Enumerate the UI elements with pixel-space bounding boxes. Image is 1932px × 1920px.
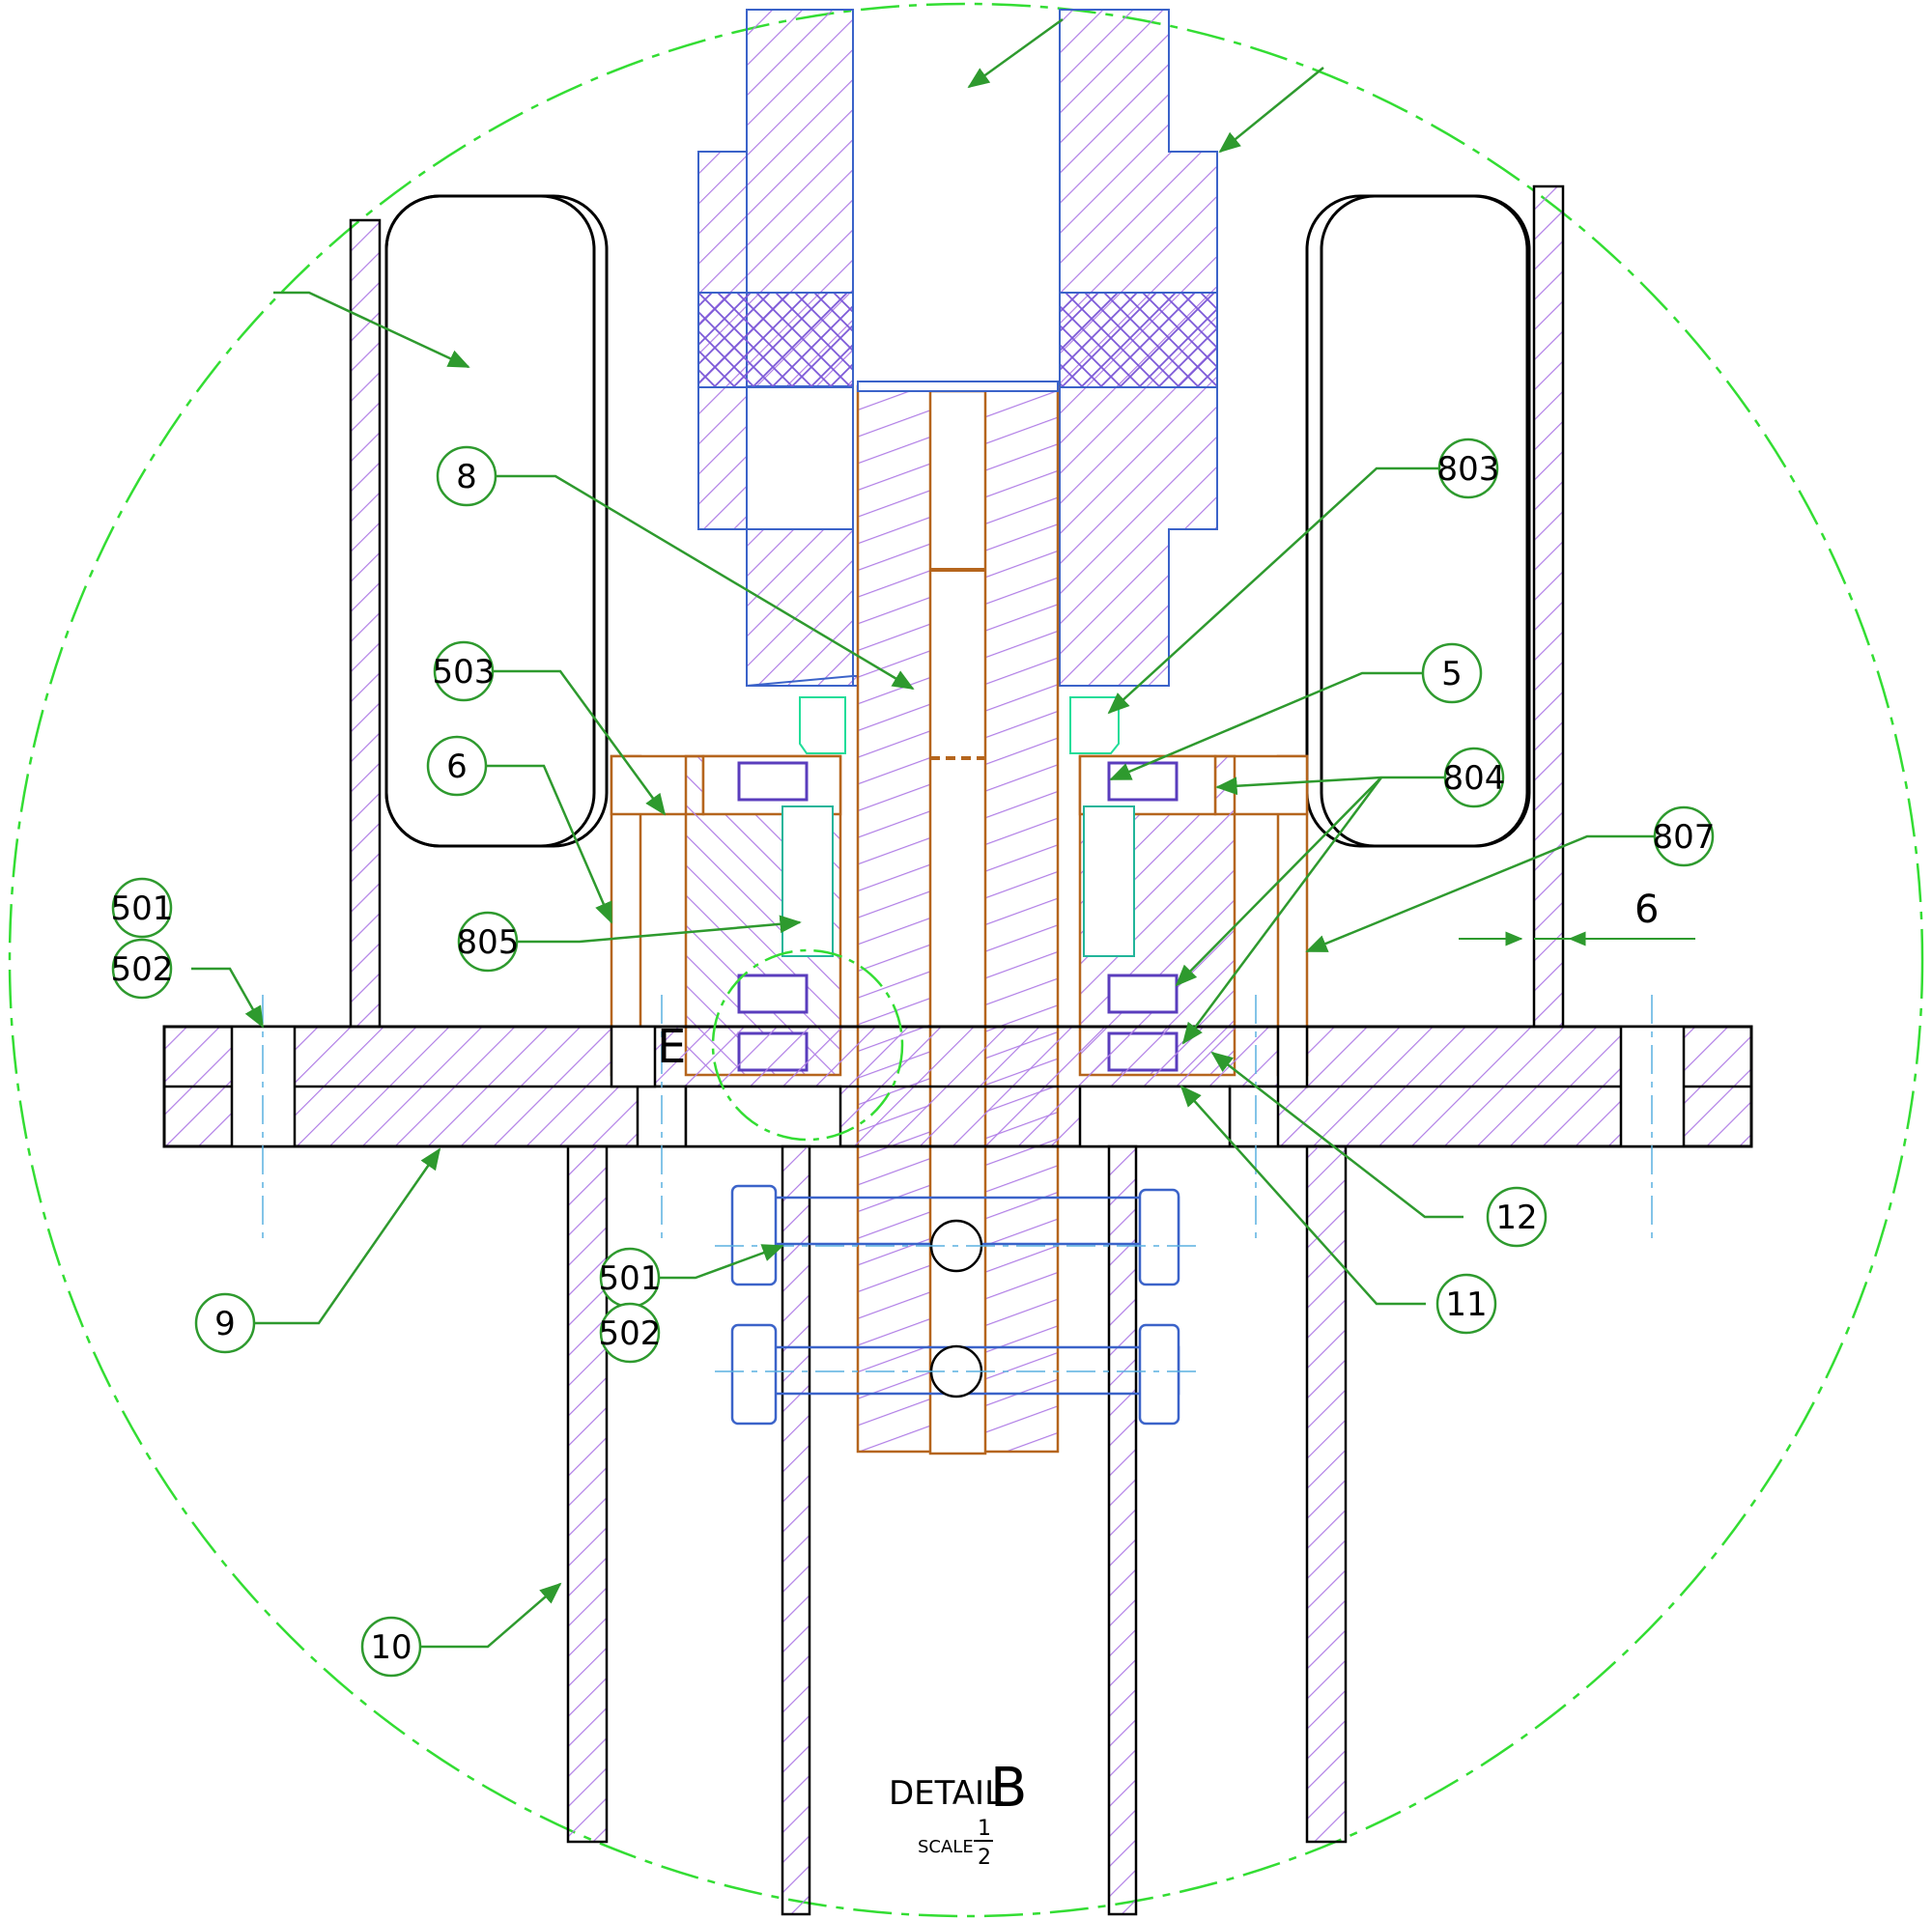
callout-bubble-c6: 6 <box>426 735 488 797</box>
dimension-value: 6 <box>1634 888 1659 932</box>
callout-bubble-c5: 5 <box>1421 642 1483 704</box>
callout-label: 11 <box>1445 1285 1487 1324</box>
callout-label: 5 <box>1441 655 1463 693</box>
retaining-clip-left <box>799 696 846 754</box>
outer-wall-left-upper <box>349 218 382 1029</box>
central-shaft <box>856 381 1060 1455</box>
callout-bubble-c8: 8 <box>436 445 497 507</box>
wheel-right <box>1305 194 1531 848</box>
outer-wall-right-upper <box>1532 184 1565 1029</box>
scale-numerator: 1 <box>978 1817 991 1841</box>
callout-label: 804 <box>1443 759 1506 798</box>
callout-circle <box>1435 1273 1497 1335</box>
callout-label: 502 <box>599 1314 662 1353</box>
detail-boundary-circle <box>8 2 1924 1918</box>
retaining-clip-right <box>1069 696 1120 754</box>
callout-circle <box>1653 805 1715 867</box>
callout-bubble-c805: 805 <box>457 911 520 973</box>
callout-circle <box>1443 747 1505 808</box>
callout-label: 12 <box>1495 1199 1537 1237</box>
callout-circle <box>194 1292 256 1354</box>
inner-tube-left <box>781 1144 811 1916</box>
callout-circle <box>111 938 173 1000</box>
dimension-6: 6 <box>1459 888 1695 946</box>
callout-label: 503 <box>433 653 496 692</box>
scale-denominator: 2 <box>978 1846 991 1870</box>
callout-bubble-c807: 807 <box>1653 805 1716 867</box>
callout-bubbles: 8 803 503 5 6 804 807 501 502 805 9 12 11 501 502 10 <box>111 438 1716 1678</box>
callout-circle <box>1437 438 1499 499</box>
callout-label: 803 <box>1437 450 1500 489</box>
callout-label: 8 <box>456 458 477 496</box>
callout-circle <box>1421 642 1483 704</box>
wheel-left <box>384 194 609 848</box>
callout-bubble-c502b: 502 <box>599 1302 662 1364</box>
callout-label: 502 <box>111 950 174 989</box>
callout-label: 807 <box>1653 818 1716 857</box>
callout-label: 9 <box>214 1305 236 1343</box>
callout-circle <box>1486 1186 1548 1248</box>
scale-word: SCALE <box>918 1837 974 1857</box>
detail-word: DETAIL <box>889 1774 1003 1813</box>
callout-label: 805 <box>457 923 520 962</box>
inner-tube-right <box>1107 1144 1138 1916</box>
callout-label: 501 <box>599 1259 662 1298</box>
callout-label: 6 <box>446 748 468 786</box>
callout-circle <box>599 1302 661 1364</box>
callout-circle <box>433 640 495 702</box>
detail-title: DETAIL B SCALE 1 2 <box>889 1757 1027 1870</box>
callout-circle <box>426 735 488 797</box>
detail-letter: B <box>990 1757 1027 1820</box>
callout-bubble-c9: 9 <box>194 1292 256 1354</box>
callout-label: 10 <box>370 1628 412 1667</box>
callout-circle <box>360 1616 422 1678</box>
base-plate <box>162 1025 1753 1148</box>
upper-hub-left <box>697 9 859 688</box>
callout-bubble-c10: 10 <box>360 1616 422 1678</box>
callout-bubble-c501a: 501 <box>111 877 174 939</box>
view-e-circle <box>711 948 904 1142</box>
callout-bubble-c11: 11 <box>1435 1273 1497 1335</box>
outer-tube-left-lower <box>566 1144 609 1844</box>
callout-circle <box>457 911 519 973</box>
unlabeled-leaders <box>273 17 1324 369</box>
upper-hub-right <box>1059 9 1218 687</box>
callout-bubble-c804: 804 <box>1443 747 1506 808</box>
centerlines <box>262 995 1653 1372</box>
callout-bubble-c803: 803 <box>1437 438 1500 499</box>
callout-label: 501 <box>111 889 174 928</box>
callout-bubble-c501b: 501 <box>599 1247 662 1309</box>
bearing-housing-left <box>610 754 842 1077</box>
callout-bubble-c12: 12 <box>1486 1186 1548 1248</box>
callout-circle <box>436 445 497 507</box>
callout-circle <box>111 877 173 939</box>
callout-bubble-c502a: 502 <box>111 938 174 1000</box>
outer-tube-right-lower <box>1305 1144 1348 1844</box>
callout-bubble-c503: 503 <box>433 640 496 702</box>
view-marker-e: E <box>657 1020 686 1074</box>
callout-leaders <box>191 466 1654 1649</box>
bearing-housing-right <box>1078 754 1309 1077</box>
